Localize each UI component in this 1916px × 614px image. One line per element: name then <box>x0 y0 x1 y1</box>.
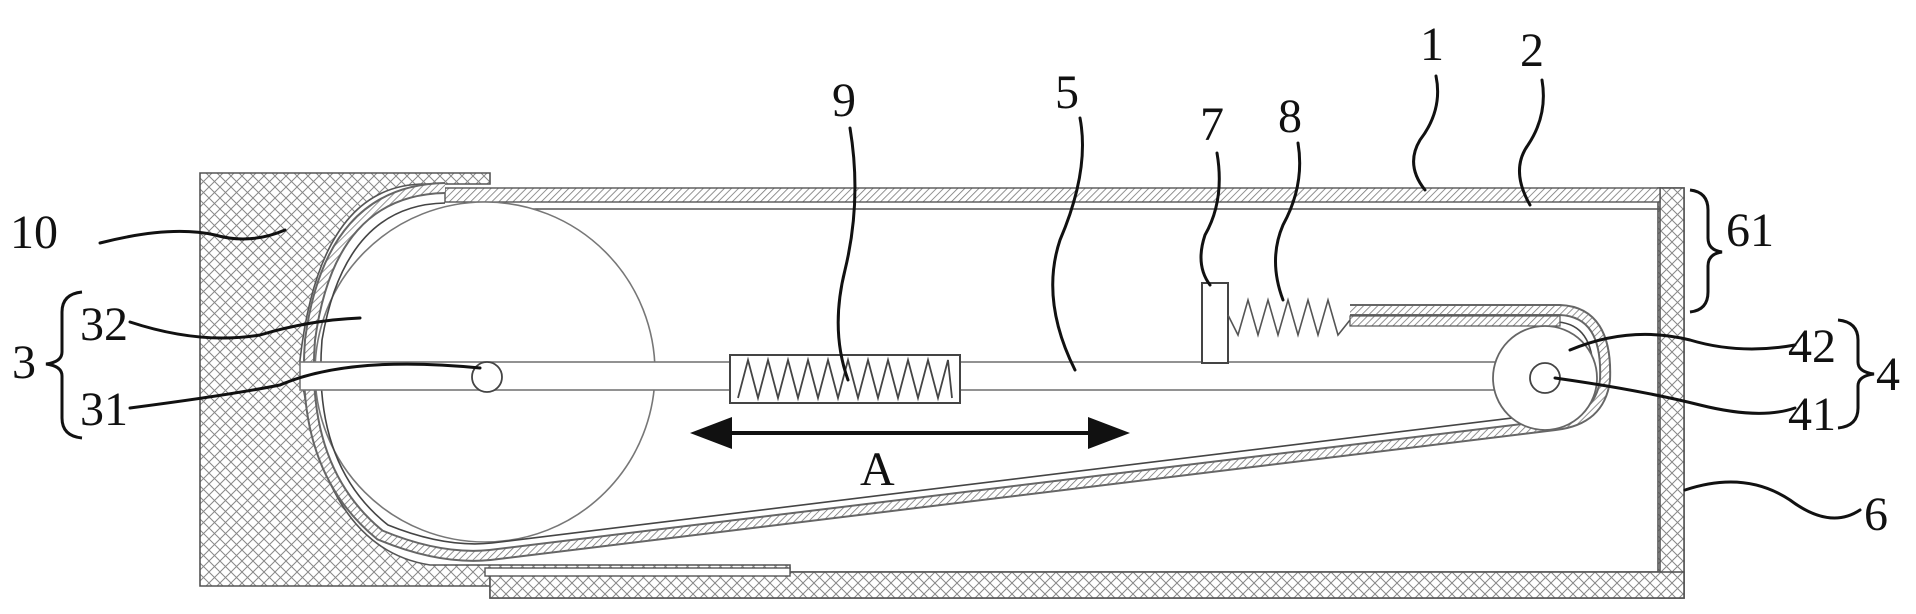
leader-6 <box>1683 480 1862 520</box>
label-10: 10 <box>10 206 58 259</box>
spring-9-box <box>729 354 961 404</box>
brace-4 <box>1837 318 1875 430</box>
label-5: 5 <box>1055 66 1079 119</box>
leader-10 <box>98 228 287 245</box>
spring-9-coil <box>737 356 953 402</box>
bottom-slot <box>484 567 791 577</box>
label-7: 7 <box>1200 98 1224 151</box>
leader-9 <box>836 126 857 382</box>
label-31: 31 <box>80 383 128 436</box>
label-1: 1 <box>1420 18 1444 71</box>
label-6: 6 <box>1864 488 1888 541</box>
leader-32 <box>128 316 362 340</box>
leader-1 <box>1412 74 1440 192</box>
brace-3 <box>45 290 83 440</box>
leader-41 <box>1553 376 1797 415</box>
spring-8 <box>1227 297 1351 338</box>
label-3: 3 <box>12 336 36 389</box>
leader-7 <box>1199 151 1221 287</box>
label-42: 42 <box>1788 320 1836 373</box>
leader-5 <box>1051 116 1084 372</box>
label-32: 32 <box>80 298 128 351</box>
leader-2 <box>1518 78 1545 207</box>
brace-61 <box>1689 188 1723 314</box>
block-7 <box>1201 282 1229 364</box>
arrow-head-left <box>690 417 732 449</box>
leader-8 <box>1274 141 1302 302</box>
label-A: A <box>860 443 895 496</box>
shaft-31 <box>471 361 503 393</box>
leader-31 <box>128 362 482 410</box>
flexible-screen-belt-inner <box>304 184 1610 560</box>
label-61: 61 <box>1726 204 1774 257</box>
screen-end-strip <box>1349 315 1561 327</box>
label-9: 9 <box>832 74 856 127</box>
label-4: 4 <box>1876 348 1900 401</box>
arrow-head-right <box>1088 417 1130 449</box>
label-8: 8 <box>1278 90 1302 143</box>
housing-right-wall <box>1659 187 1685 599</box>
leader-42 <box>1568 332 1797 352</box>
label-41: 41 <box>1788 388 1836 441</box>
label-2: 2 <box>1520 24 1544 77</box>
top-panel-1 <box>444 187 1661 203</box>
